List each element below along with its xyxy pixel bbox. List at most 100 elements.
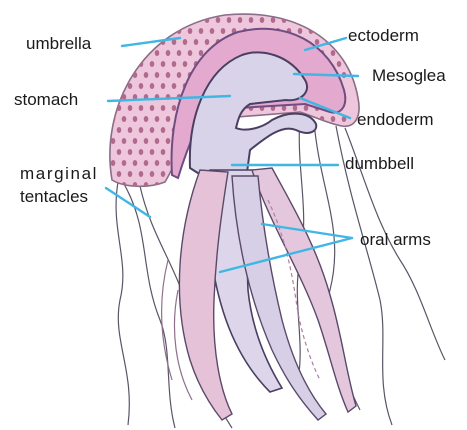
bell-spot	[304, 149, 309, 155]
bell-spot	[337, 61, 342, 67]
bell-spot	[150, 149, 155, 155]
oral-arms-drawing	[162, 168, 356, 420]
bell-spot	[161, 61, 166, 67]
bell-spot	[194, 39, 199, 45]
bell-spot	[331, 28, 336, 34]
bell-spot	[133, 182, 138, 188]
bell-spot	[309, 182, 314, 188]
bell-spot	[139, 105, 144, 111]
bell-spot	[133, 50, 138, 56]
bell-spot	[276, 138, 281, 144]
bell-spot	[150, 171, 155, 177]
bell-spot	[205, 39, 210, 45]
bell-spot	[139, 83, 144, 89]
bell-spot	[128, 105, 133, 111]
bell-spot	[155, 28, 160, 34]
bell-spot	[150, 17, 155, 23]
bell-spot	[166, 182, 171, 188]
bell-spot	[304, 105, 309, 111]
bell-spot	[150, 127, 155, 133]
label-dumbbell: dumbbell	[345, 154, 414, 174]
bell-spot	[128, 61, 133, 67]
bell-spot	[216, 17, 221, 23]
bell-spot	[331, 182, 336, 188]
bell-spot	[106, 61, 111, 67]
bell-spot	[326, 171, 331, 177]
bell-spot	[106, 39, 111, 45]
bell-spot	[282, 149, 287, 155]
bell-spot	[260, 17, 265, 23]
bell-spot	[106, 171, 111, 177]
bell-spot	[128, 17, 133, 23]
bell-spot	[133, 160, 138, 166]
bell-spot	[117, 171, 122, 177]
bell-spot	[315, 171, 320, 177]
bell-spot	[117, 17, 122, 23]
bell-spot	[271, 17, 276, 23]
bell-spot	[342, 50, 347, 56]
bell-spot	[271, 149, 276, 155]
bell-spot	[133, 138, 138, 144]
bell-spot	[111, 50, 116, 56]
bell-spot	[315, 17, 320, 23]
bell-spot	[161, 127, 166, 133]
bell-spot	[139, 17, 144, 23]
bell-spot	[183, 171, 188, 177]
bell-spot	[111, 28, 116, 34]
bell-spot	[111, 72, 116, 78]
bell-spot	[188, 28, 193, 34]
bell-spot	[166, 50, 171, 56]
bell-spot	[221, 28, 226, 34]
bell-spot	[117, 61, 122, 67]
bell-spot	[304, 17, 309, 23]
bell-spot	[293, 149, 298, 155]
bell-spot	[106, 83, 111, 89]
bell-spot	[111, 94, 116, 100]
bell-spot	[111, 138, 116, 144]
bell-spot	[111, 160, 116, 166]
label-mesoglea: Mesoglea	[372, 66, 446, 86]
bell-spot	[155, 138, 160, 144]
label-endoderm: endoderm	[357, 110, 434, 130]
bell-spot	[122, 72, 127, 78]
bell-spot	[298, 28, 303, 34]
label-oral-arms: oral arms	[360, 230, 431, 250]
bell-spot	[293, 105, 298, 111]
bell-spot	[161, 105, 166, 111]
bell-spot	[117, 39, 122, 45]
bell-spot	[128, 127, 133, 133]
bell-spot	[183, 39, 188, 45]
bell-spot	[150, 83, 155, 89]
bell-spot	[238, 17, 243, 23]
bell-spot	[150, 61, 155, 67]
bell-spot	[287, 138, 292, 144]
bell-spot	[139, 171, 144, 177]
bell-spot	[331, 138, 336, 144]
bell-spot	[139, 61, 144, 67]
bell-spot	[144, 72, 149, 78]
bell-spot	[172, 83, 177, 89]
bell-spot	[210, 28, 215, 34]
bell-spot	[166, 72, 171, 78]
bell-spot	[177, 72, 182, 78]
bell-spot	[122, 50, 127, 56]
bell-spot	[177, 50, 182, 56]
bell-spot	[122, 138, 127, 144]
bell-spot	[265, 116, 270, 122]
bell-spot	[133, 116, 138, 122]
bell-spot	[133, 28, 138, 34]
bell-spot	[155, 50, 160, 56]
bell-spot	[144, 160, 149, 166]
bell-spot	[155, 116, 160, 122]
label-stomach: stomach	[14, 90, 78, 110]
bell-spot	[254, 116, 259, 122]
bell-spot	[183, 61, 188, 67]
bell-spot	[161, 149, 166, 155]
bell-spot	[326, 17, 331, 23]
bell-spot	[331, 50, 336, 56]
bell-spot	[293, 171, 298, 177]
bell-spot	[166, 116, 171, 122]
bell-spot	[309, 138, 314, 144]
bell-spot	[166, 28, 171, 34]
